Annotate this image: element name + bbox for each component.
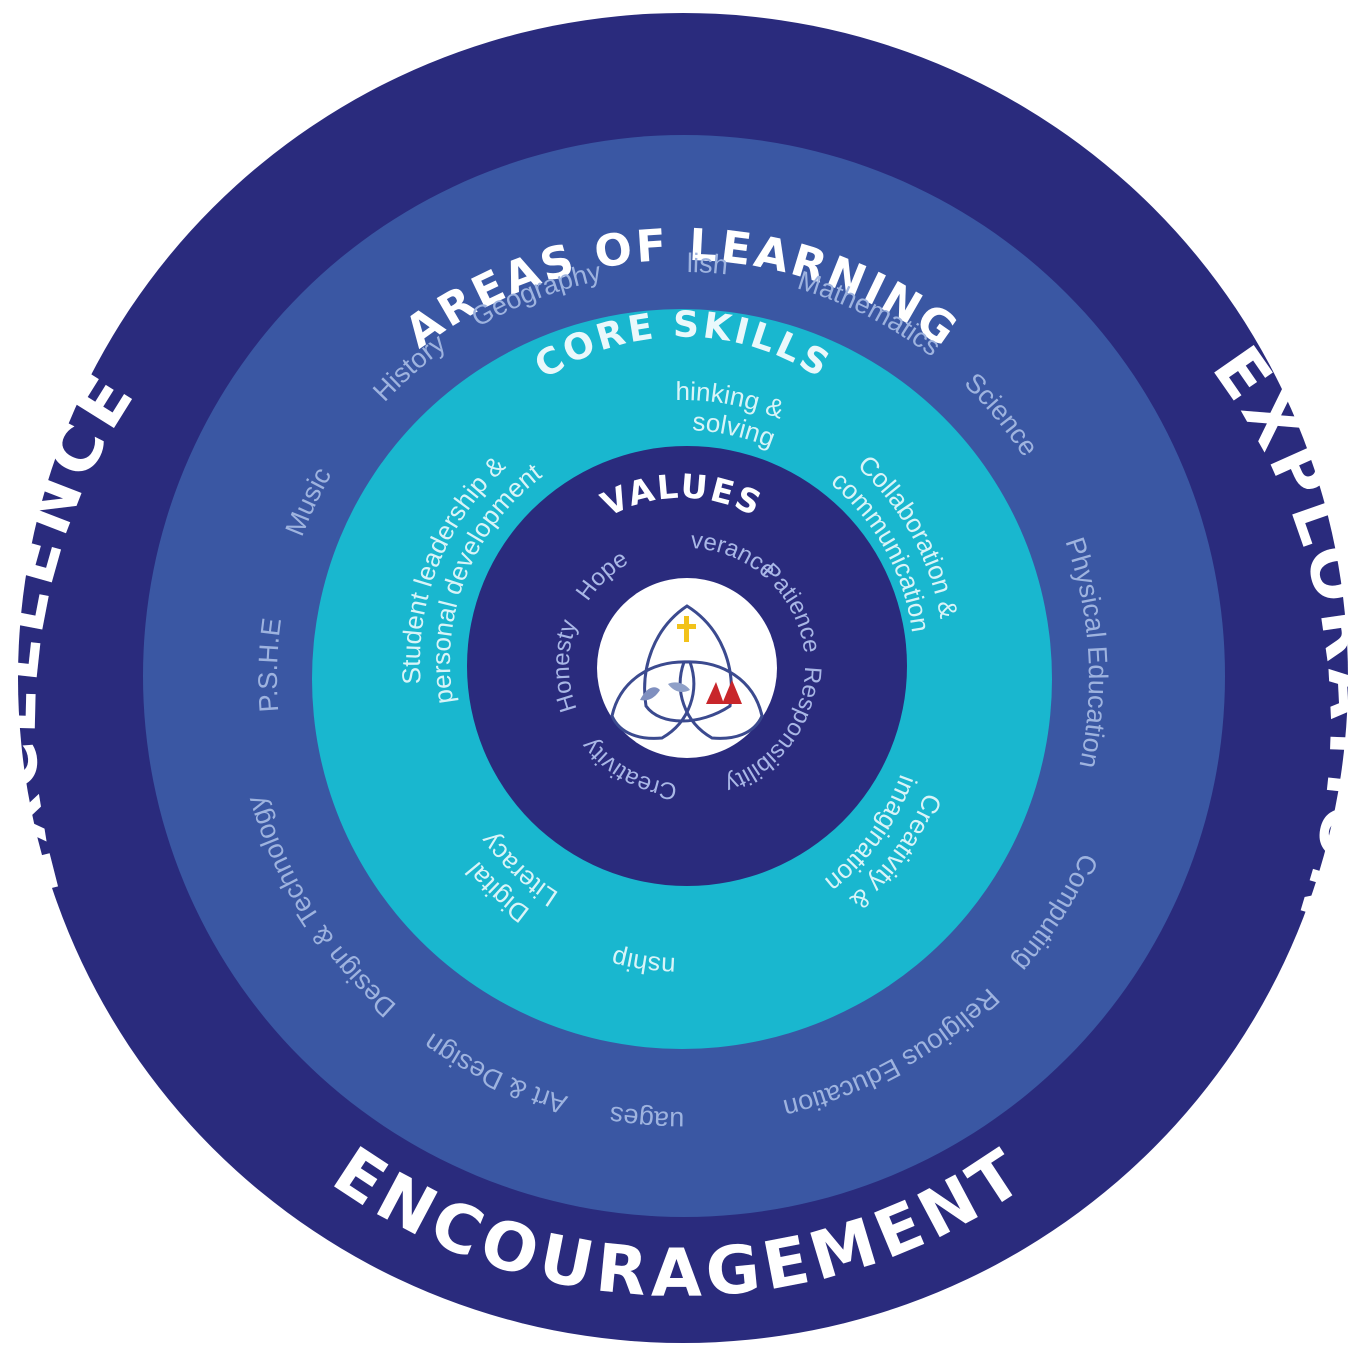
area-pshe: P.S.H.E: [253, 616, 287, 713]
trinity-knot-school-emblem-icon: [610, 604, 764, 740]
logo-disc: [597, 578, 777, 758]
